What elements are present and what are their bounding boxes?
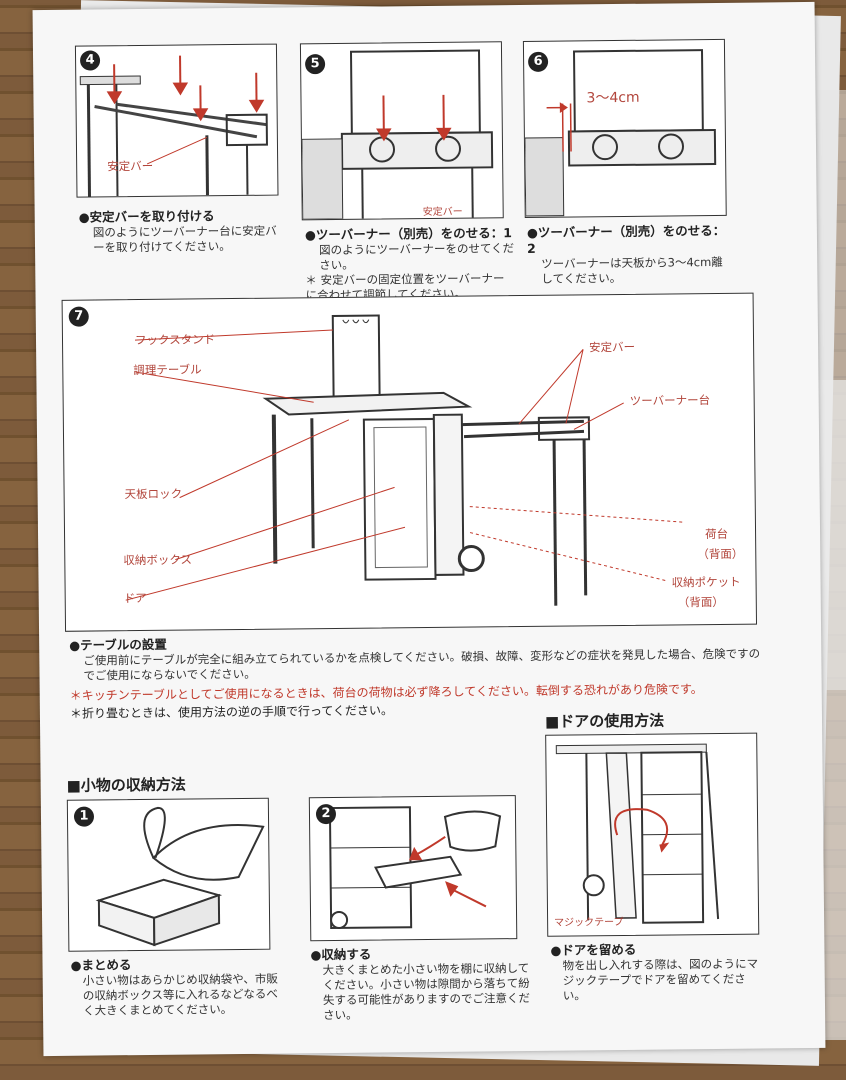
setup-body: ご使用前にテーブルが完全に組み立てられているかを点検してください。破損、故障、変…: [83, 646, 761, 683]
small-step1-number: 1: [73, 806, 95, 827]
door-use-panel: マジックテープ: [545, 732, 760, 937]
door-use-heading: ■ドアの使用方法: [544, 711, 665, 731]
step7-illustration: [125, 314, 685, 606]
setup-section: ●テーブルの設置 ご使用前にテーブルが完全に組み立てられているかを点検してくださ…: [69, 630, 770, 721]
small-step1-body: 小さい物はあらかじめ収納袋や、市販の収納ボックス等に入れるなどなるべく大きくまと…: [82, 971, 278, 1018]
label-storage-box: 収納ボックス: [123, 552, 193, 568]
step5-number: 5: [305, 54, 326, 75]
instruction-sheet: 4 安定バー ●安定バーを取り付ける 図のようにツーバーナー台に安定バーを取り付…: [32, 1, 826, 1057]
step6-illustration: [524, 49, 717, 217]
door-use-body: 物を出し入れする際は、図のようにマジックテープでドアを留めてください。: [562, 956, 759, 1003]
label-pocket-back: （背面）: [677, 594, 724, 610]
step4-illustration: [79, 55, 268, 197]
step5-caption: ●ツーバーナー（別売）をのせる：1 図のようにツーバーナーをのせてください。 ＊…: [305, 225, 516, 303]
step4-number: 4: [79, 50, 101, 71]
step6-number: 6: [528, 51, 549, 72]
label-rack-back: （背面）: [697, 546, 744, 562]
door-use-illustration: [555, 743, 720, 924]
step4-stabilizer-label: 安定バー: [107, 158, 154, 174]
step7-number: 7: [68, 306, 89, 327]
small-step1-panel: 1: [66, 797, 271, 952]
label-top-lock: 天板ロック: [124, 486, 183, 502]
step6-body: ツーバーナーは天板から3～4cm離してください。: [541, 254, 723, 286]
step5-panel: 5 安定バー: [299, 41, 504, 221]
step6-caption: ●ツーバーナー（別売）をのせる：2 ツーバーナーは天板から3～4cm離してくださ…: [527, 223, 728, 287]
label-cooking-table: 調理テーブル: [133, 362, 202, 378]
label-rack: 荷台: [704, 526, 729, 542]
step4-caption: ●安定バーを取り付ける 図のようにツーバーナー台に安定バーを取り付けてください。: [79, 208, 279, 256]
small-step2-number: 2: [315, 803, 337, 825]
door-use-caption: ●ドアを留める 物を出し入れする際は、図のようにマジックテープでドアを留めてくだ…: [550, 941, 766, 1004]
small-step2-body: 大きくまとめた小さい物を棚に収納してください。小さい物は隙間から落ちて紛失する可…: [322, 960, 530, 1023]
step6-measure: 3～4cm: [586, 89, 640, 107]
step4-panel: 4 安定バー: [74, 43, 279, 198]
step4-body: 図のようにツーバーナー台に安定バーを取り付けてください。: [92, 223, 277, 255]
step6-panel: 6 3～4cm: [522, 38, 727, 218]
step7-panel: 7 フックスタンド 調理テーブル 天板ロック 収納ボックス ドア 安定バー ツー…: [61, 292, 758, 632]
door-use-label: マジックテープ: [554, 916, 624, 929]
step5-body: 図のようにツーバーナーをのせてください。: [319, 241, 515, 273]
step5-stabilizer-label: 安定バー: [422, 206, 463, 219]
label-burner-stand: ツーバーナー台: [629, 393, 711, 408]
label-pocket: 収納ポケット: [671, 574, 741, 590]
small-step2-caption: ●収納する 大きくまとめた小さい物を棚に収納してください。小さい物は隙間から落ち…: [310, 945, 531, 1023]
label-door: ドア: [123, 590, 147, 606]
label-hook-stand: フックスタンド: [134, 332, 216, 348]
small-items-heading: ■小物の収納方法: [66, 775, 186, 795]
label-stabilizer-bar: 安定バー: [589, 339, 636, 355]
small-step1-caption: ●まとめる 小さい物はあらかじめ収納袋や、市販の収納ボックス等に入れるなどなるべ…: [70, 956, 281, 1019]
small-step1-illustration: [95, 806, 265, 947]
step5-illustration: [301, 49, 494, 220]
step6-title: ●ツーバーナー（別売）をのせる：2: [526, 222, 726, 256]
small-step2-illustration: [328, 806, 502, 930]
small-step2-panel: 2: [308, 795, 518, 942]
